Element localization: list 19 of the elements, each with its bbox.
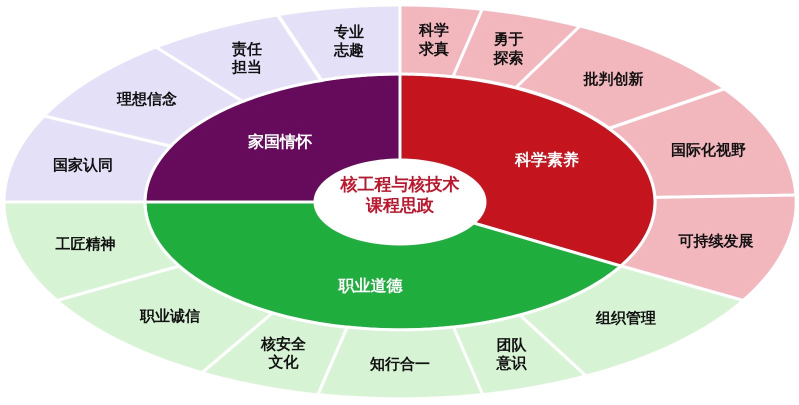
segment-label: 批判创新 — [582, 70, 645, 89]
segment-label: 核工程与核技术课程思政 — [340, 174, 460, 217]
segment-label: 科学素养 — [514, 150, 580, 170]
segment-label: 科学求真 — [419, 21, 450, 59]
segment-label: 职业诚信 — [138, 307, 201, 326]
segment-label: 工匠精神 — [54, 234, 117, 254]
segment-label: 勇于探索 — [494, 30, 524, 68]
segment-label: 组织管理 — [594, 309, 658, 328]
segment-label: 家国情怀 — [246, 132, 313, 152]
segment-label: 理想信念 — [116, 90, 178, 109]
segment-label: 专业志趣 — [334, 22, 364, 60]
segment-label: 职业道德 — [337, 276, 404, 296]
segment-label: 国家认同 — [52, 156, 114, 175]
segment-label: 团队意识 — [496, 336, 526, 374]
segment-label: 核安全文化 — [260, 334, 306, 372]
segment-label: 可持续发展 — [677, 232, 754, 251]
segment-label: 知行合一 — [368, 354, 431, 374]
segment-label: 责任担当 — [232, 40, 262, 78]
segment-label: 国际化视野 — [670, 140, 748, 160]
